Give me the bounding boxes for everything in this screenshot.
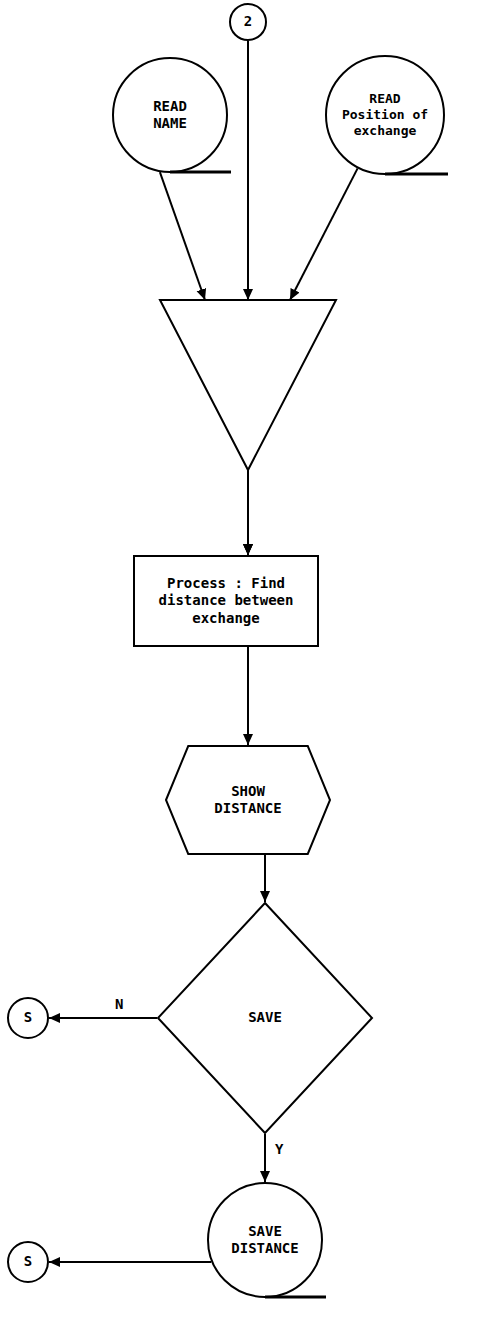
node-text: SHOW DISTANCE	[214, 783, 281, 818]
flow-connector	[49, 1262, 211, 1263]
flow-connector	[248, 647, 249, 745]
decision-diamond: SAVE	[157, 902, 373, 1134]
edge-label: Y	[273, 1142, 285, 1157]
node-text: S	[24, 1253, 32, 1271]
process-box: Process : Find distance between exchange	[133, 555, 319, 647]
connector-line	[247, 41, 249, 300]
connector-line	[247, 647, 249, 745]
connector-line	[247, 470, 249, 555]
connector-line	[290, 168, 358, 300]
connector-line	[264, 1134, 266, 1182]
storage-circle: SAVE DISTANCE	[207, 1182, 323, 1298]
storage-circle: READ NAME	[112, 57, 228, 173]
flow-connector	[265, 1134, 266, 1182]
connector-circle: S	[7, 997, 49, 1039]
connector-circle: S	[7, 1241, 49, 1283]
connector-line	[247, 470, 249, 555]
node-text: S	[24, 1009, 32, 1027]
node-text: 2	[244, 13, 252, 31]
display-shape: SHOW DISTANCE	[165, 745, 331, 855]
node-text: Process : Find distance between exchange	[159, 575, 294, 628]
node-text: READ Position of exchange	[342, 91, 428, 140]
connector-line	[49, 1261, 211, 1263]
storage-circle: READ Position of exchange	[325, 55, 445, 175]
connector-line	[247, 470, 249, 555]
connector-line	[160, 172, 205, 300]
flow-connector	[248, 41, 249, 555]
flow-connector	[49, 1018, 157, 1019]
connector-circle: 2	[229, 3, 267, 41]
connector-line	[264, 855, 266, 902]
connector-line	[49, 1017, 157, 1019]
node-text: SAVE	[248, 1009, 282, 1027]
merge-triangle	[160, 300, 336, 470]
flow-connector	[160, 172, 248, 555]
edge-label: N	[113, 997, 125, 1012]
node-text: READ NAME	[149, 98, 191, 133]
flow-connector	[265, 855, 266, 902]
flow-connector	[248, 168, 358, 555]
node-text: SAVE DISTANCE	[231, 1223, 298, 1258]
